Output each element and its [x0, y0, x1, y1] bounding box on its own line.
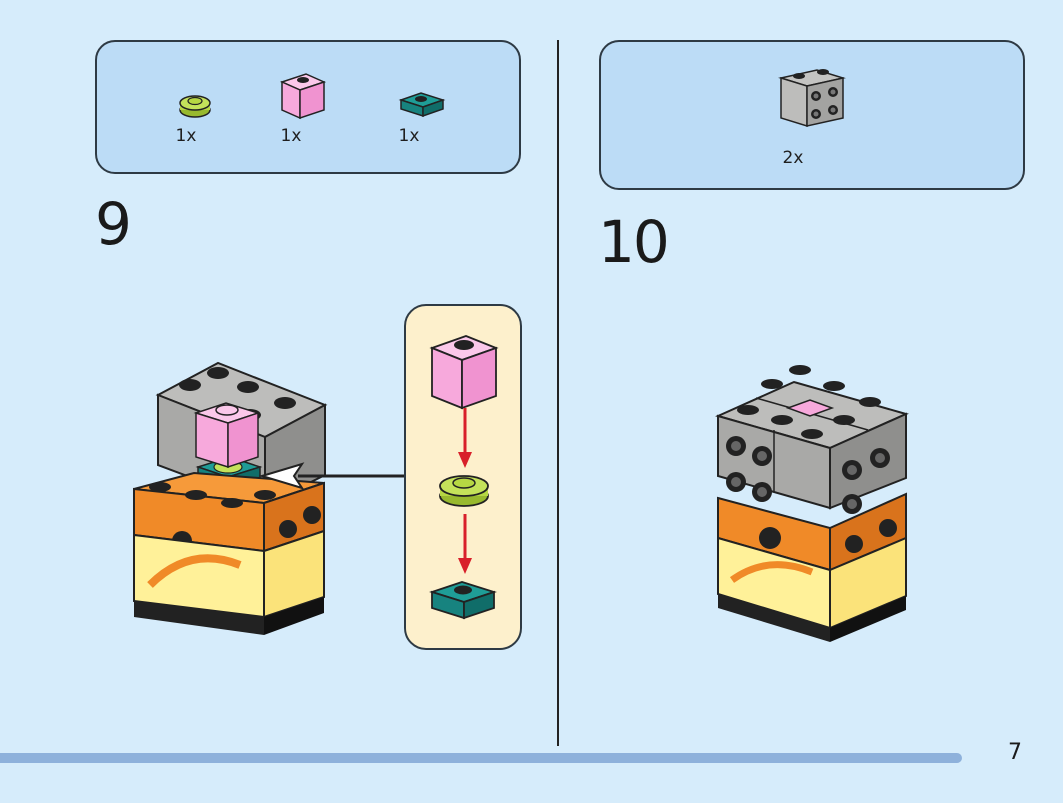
part-quantity: 2x	[782, 148, 804, 168]
lime-round-plate-icon	[439, 475, 489, 507]
parts-box-step-9: 1x 1x 1x	[95, 40, 521, 174]
step-number-9: 9	[95, 190, 132, 258]
gray-bracket-brick-icon	[778, 69, 846, 128]
assembly-callout	[404, 304, 522, 650]
part-quantity: 1x	[280, 126, 302, 146]
part-quantity: 1x	[175, 126, 197, 146]
step-number-10: 10	[598, 208, 670, 276]
red-arrow-down-icon	[458, 408, 472, 468]
model-step-10	[715, 365, 909, 642]
page-divider	[557, 40, 559, 746]
model-step-9	[133, 361, 328, 635]
part-quantity: 1x	[398, 126, 420, 146]
pink-brick-icon	[429, 335, 499, 410]
teal-plate-icon	[398, 92, 446, 118]
page-number: 7	[1008, 740, 1022, 765]
red-arrow-down-icon	[458, 514, 472, 574]
placement-arrow	[258, 462, 406, 490]
lime-round-plate-icon	[179, 95, 211, 118]
teal-plate-icon	[429, 581, 497, 620]
pink-brick-icon	[279, 73, 327, 120]
progress-bar	[0, 753, 962, 763]
parts-box-step-10: 2x	[599, 40, 1025, 190]
